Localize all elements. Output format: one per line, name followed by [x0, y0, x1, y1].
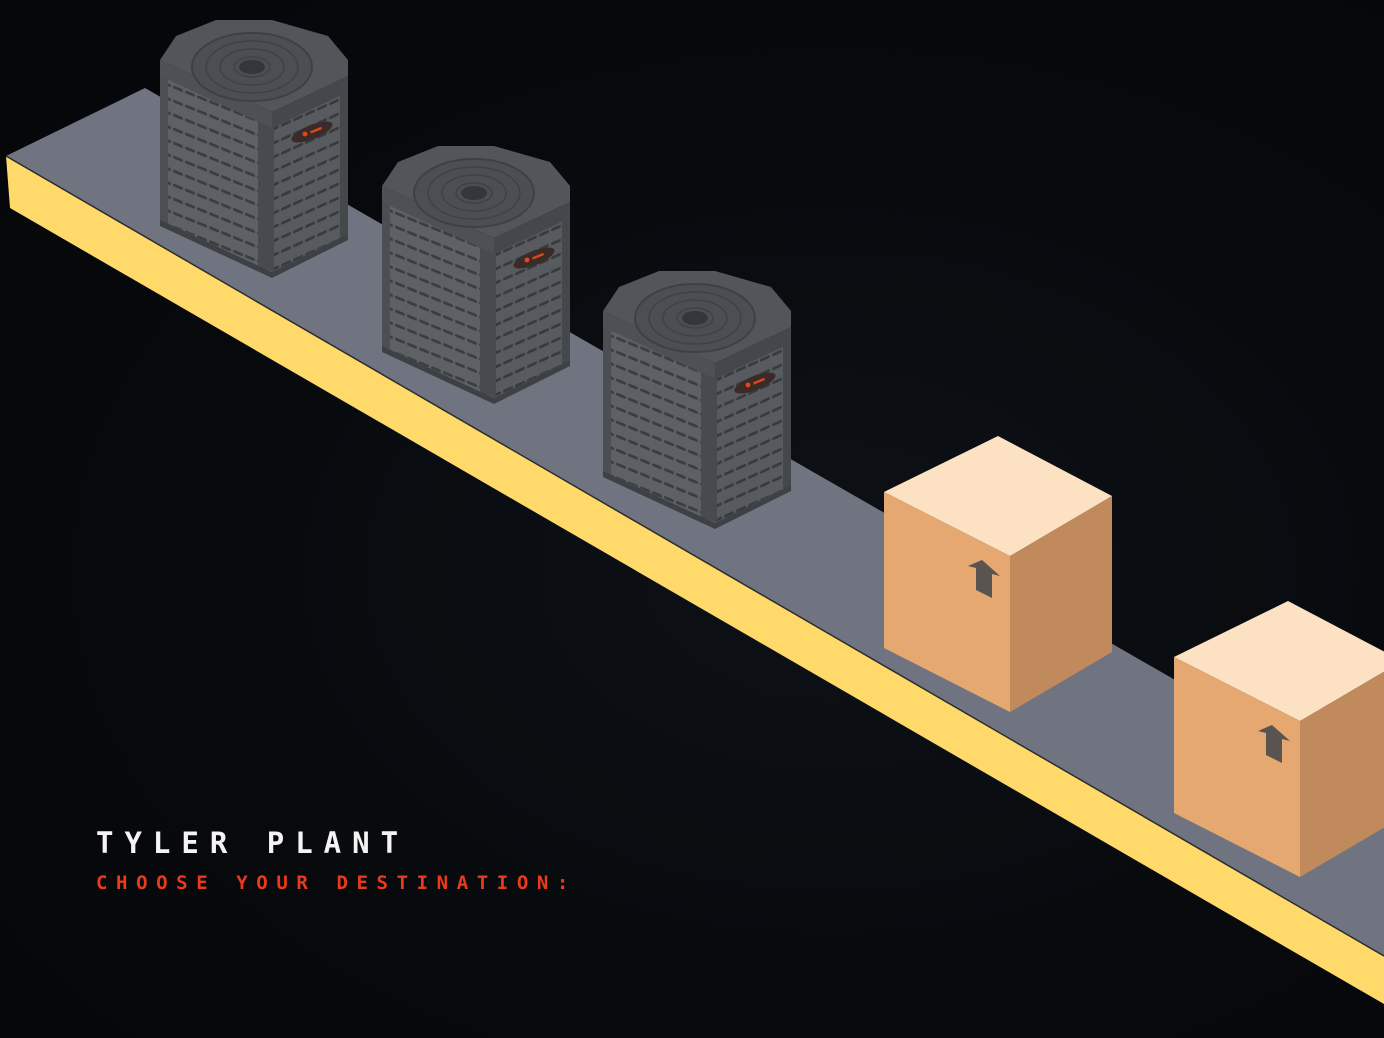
destination-caption: TYLER PLANT CHOOSE YOUR DESTINATION: — [96, 826, 577, 894]
conveyor-belt-top — [6, 88, 1384, 956]
destination-prompt: CHOOSE YOUR DESTINATION: — [96, 872, 577, 894]
plant-name: TYLER PLANT — [96, 826, 410, 860]
conveyor-belt-side — [6, 156, 1384, 1004]
